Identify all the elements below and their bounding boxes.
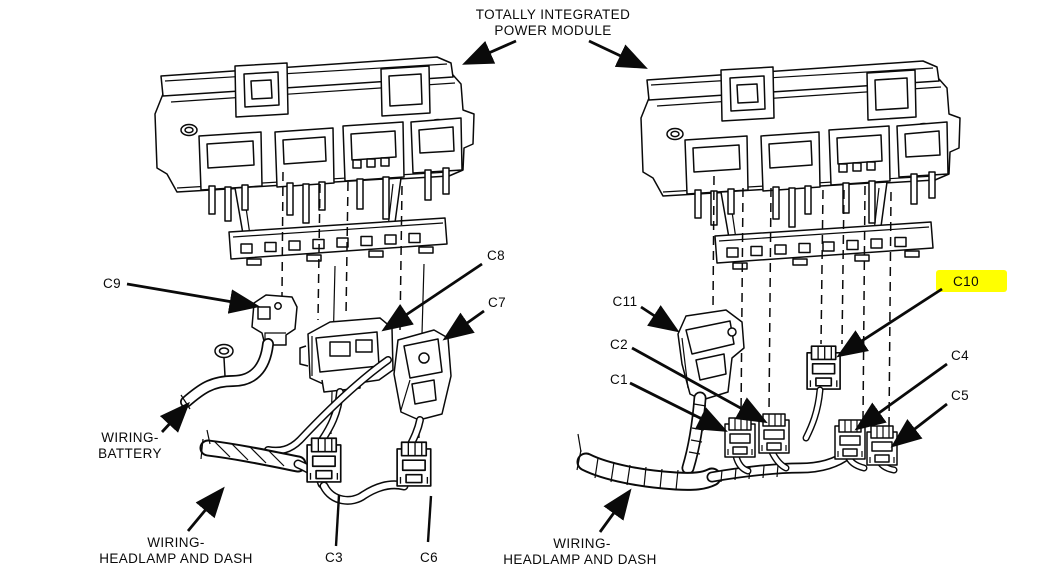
- svg-text:HEADLAMP AND DASH: HEADLAMP AND DASH: [99, 551, 253, 566]
- label-c10-highlighted: C10: [936, 270, 1007, 292]
- arrow-c5: [890, 402, 948, 448]
- connector-c11: [677, 309, 745, 401]
- label-c2: C2: [610, 337, 628, 352]
- left-view: C9 C8 C7 WIRING- BATTERY WIRING- HEADLAM…: [98, 56, 506, 566]
- connector-c9: [251, 294, 298, 346]
- label-c7: C7: [488, 295, 506, 310]
- title-callout: TOTALLY INTEGRATED POWER MODULE: [462, 7, 648, 69]
- arrow-c2: [631, 346, 768, 424]
- title-arrow-right: [588, 39, 648, 69]
- label-c9: C9: [103, 276, 121, 291]
- connector-c3: [306, 437, 342, 483]
- svg-text:BATTERY: BATTERY: [98, 446, 162, 461]
- arrow-wiring-headlamp-left: [186, 486, 225, 532]
- right-dashed-leaders: [712, 175, 892, 427]
- arrow-wiring-headlamp-right: [598, 488, 632, 533]
- arrow-c4: [854, 362, 948, 431]
- title-line1: TOTALLY INTEGRATED: [476, 7, 630, 22]
- label-c5: C5: [951, 388, 969, 403]
- leader-c3: [334, 494, 341, 547]
- tipm-module-right: [640, 60, 961, 270]
- left-harness: [199, 429, 409, 505]
- right-view: C11 C2 C1 C10 C4 C5 WIRING- HEADLAMP AND…: [503, 60, 1007, 567]
- c10-wire: [802, 386, 824, 442]
- connector-c6: [396, 441, 432, 487]
- right-harness: [576, 433, 898, 491]
- connector-c5: [866, 425, 898, 466]
- svg-text:WIRING-: WIRING-: [101, 430, 159, 445]
- c11-drop-tube: [681, 391, 707, 475]
- arrow-c10: [836, 287, 943, 358]
- label-c11: C11: [613, 294, 638, 309]
- label-wiring-battery: WIRING- BATTERY: [98, 430, 162, 461]
- title-line2: POWER MODULE: [494, 23, 611, 38]
- title-arrow-left: [462, 39, 517, 65]
- arrow-c7: [442, 309, 485, 341]
- label-c8: C8: [487, 248, 505, 263]
- c10-highlight: [936, 270, 1007, 292]
- label-c4: C4: [951, 348, 969, 363]
- label-c6: C6: [420, 550, 438, 565]
- label-c3: C3: [325, 550, 343, 565]
- connector-c7: [393, 329, 452, 421]
- arrow-c1: [629, 381, 728, 432]
- svg-text:HEADLAMP AND DASH: HEADLAMP AND DASH: [503, 552, 657, 567]
- label-wiring-headlamp-right: WIRING- HEADLAMP AND DASH: [503, 536, 657, 567]
- leader-c6: [426, 495, 433, 543]
- connector-c10: [806, 345, 841, 390]
- arrow-wiring-battery: [159, 401, 190, 433]
- svg-text:WIRING-: WIRING-: [553, 536, 611, 551]
- svg-text:WIRING-: WIRING-: [147, 535, 205, 550]
- mounting-screw: [214, 343, 234, 377]
- label-wiring-headlamp-left: WIRING- HEADLAMP AND DASH: [99, 535, 253, 566]
- connector-c8: [299, 317, 394, 393]
- connector-c1: [724, 417, 756, 458]
- arrow-c8: [381, 262, 483, 332]
- arrow-c11: [640, 305, 680, 333]
- tipm-module-left: [154, 56, 475, 266]
- label-c1: C1: [610, 372, 628, 387]
- arrow-c9: [126, 282, 261, 314]
- label-c10: C10: [953, 274, 979, 289]
